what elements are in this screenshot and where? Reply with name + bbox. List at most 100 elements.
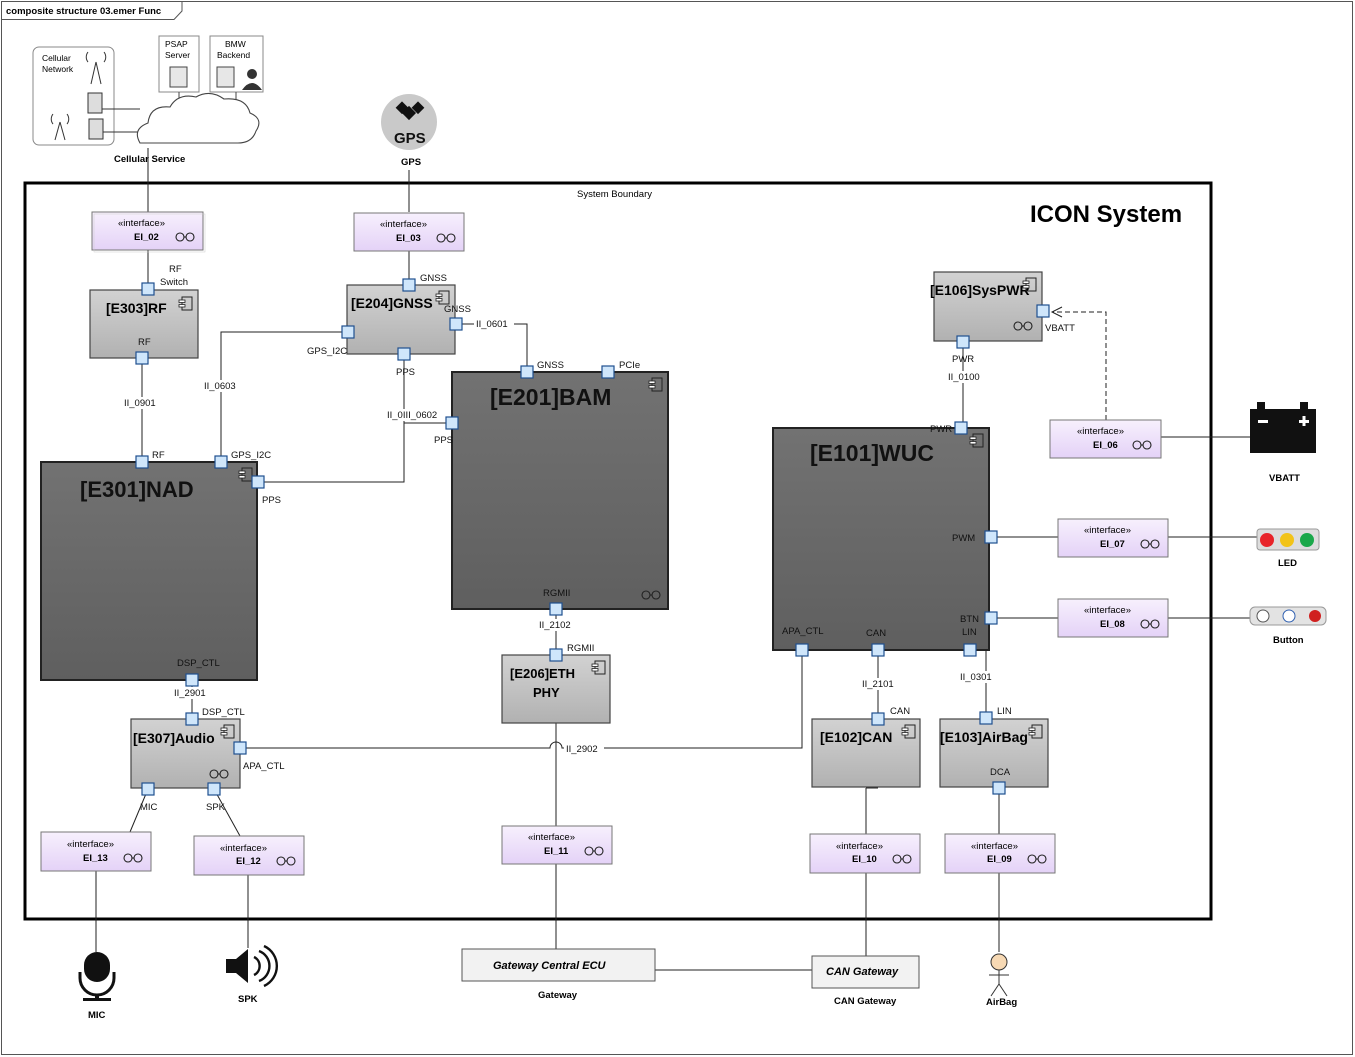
- vbatt-dependency: [1052, 311, 1107, 420]
- port-e201-gnss[interactable]: [520, 365, 534, 379]
- svg-text:PWR: PWR: [930, 424, 952, 435]
- port-e307-apa-ctl[interactable]: [233, 741, 247, 755]
- svg-text:Switch: Switch: [160, 277, 188, 288]
- cell-tower-icon: [50, 51, 140, 141]
- svg-text:CAN: CAN: [890, 706, 910, 717]
- port-e101-can[interactable]: [871, 643, 885, 657]
- svg-text:EI_12: EI_12: [236, 856, 261, 867]
- port-e301-rf[interactable]: [135, 455, 149, 469]
- svg-text:Network: Network: [42, 64, 74, 74]
- svg-text:BTN: BTN: [960, 614, 979, 625]
- system-boundary: [23, 181, 1213, 921]
- port-e101-lin[interactable]: [963, 643, 977, 657]
- component-e307-audio[interactable]: [E307]Audio: [130, 718, 241, 789]
- svg-text:II_2102: II_2102: [539, 620, 571, 631]
- svg-text:II_2902: II_2902: [566, 744, 598, 755]
- svg-text:[E206]ETH: [E206]ETH: [510, 666, 575, 681]
- svg-text:PPS: PPS: [434, 435, 453, 446]
- interface-ei-11[interactable]: «interface» EI_11: [501, 825, 613, 865]
- interface-ei-02[interactable]: «interface» EI_02: [91, 211, 206, 253]
- port-e307-dsp-ctl[interactable]: [185, 712, 199, 726]
- interface-ei-03[interactable]: «interface» EI_03: [353, 212, 465, 252]
- svg-text:II_0III_0602: II_0III_0602: [387, 410, 437, 421]
- airbag-caption: AirBag: [986, 997, 1017, 1008]
- svg-text:«interface»: «interface»: [836, 841, 883, 852]
- svg-text:[E103]AirBag: [E103]AirBag: [940, 729, 1028, 745]
- port-e201-rgmii[interactable]: [549, 602, 563, 616]
- svg-text:RF: RF: [138, 337, 151, 348]
- component-e206-eth-phy[interactable]: [E206]ETH PHY: [501, 654, 611, 724]
- port-e307-spk[interactable]: [207, 782, 221, 796]
- port-e204-gnss-right[interactable]: [449, 317, 463, 331]
- svg-text:EI_03: EI_03: [396, 233, 421, 244]
- port-e206-rgmii[interactable]: [549, 648, 563, 662]
- svg-text:RGMII: RGMII: [543, 588, 570, 599]
- port-e204-gnss-top[interactable]: [402, 278, 416, 292]
- svg-text:PHY: PHY: [533, 685, 560, 700]
- port-e102-can[interactable]: [871, 712, 885, 726]
- port-e106-vbatt[interactable]: [1036, 304, 1050, 318]
- svg-text:[E301]NAD: [E301]NAD: [80, 477, 194, 502]
- vbatt-caption: VBATT: [1269, 473, 1300, 484]
- port-e101-pwm[interactable]: [984, 530, 998, 544]
- port-e103-lin[interactable]: [979, 711, 993, 725]
- svg-text:EI_10: EI_10: [852, 854, 877, 865]
- svg-text:[E101]WUC: [E101]WUC: [810, 440, 934, 466]
- svg-text:APA_CTL: APA_CTL: [243, 761, 285, 772]
- svg-text:BMW: BMW: [225, 39, 246, 49]
- port-e303-rf-switch[interactable]: [141, 282, 155, 296]
- component-e102-can[interactable]: [E102]CAN: [811, 718, 921, 788]
- port-e106-pwr[interactable]: [956, 335, 970, 349]
- component-e301-nad[interactable]: [E301]NAD: [40, 461, 258, 681]
- svg-text:RF: RF: [169, 264, 182, 275]
- svg-text:«interface»: «interface»: [1084, 605, 1131, 616]
- gateway-caption: Gateway: [538, 990, 578, 1001]
- port-e204-pps[interactable]: [397, 347, 411, 361]
- speaker-icon: [226, 944, 278, 988]
- svg-text:CAN Gateway: CAN Gateway: [826, 966, 899, 978]
- port-e303-rf[interactable]: [135, 351, 149, 365]
- svg-text:PSAP: PSAP: [165, 39, 188, 49]
- port-e101-apa-ctl[interactable]: [795, 643, 809, 657]
- interface-ei-13[interactable]: «interface» EI_13: [40, 831, 152, 872]
- port-e201-pps[interactable]: [445, 416, 459, 430]
- component-e106-syspwr[interactable]: [E106]SysPWR: [930, 271, 1043, 342]
- port-e307-mic[interactable]: [141, 782, 155, 796]
- server-icon: [169, 66, 188, 88]
- port-e101-pwr[interactable]: [954, 421, 968, 435]
- svg-text:[E106]SysPWR: [E106]SysPWR: [930, 282, 1030, 298]
- interface-ei-07[interactable]: «interface» EI_07: [1057, 518, 1169, 558]
- component-e204-gnss[interactable]: [E204]GNSS: [346, 284, 456, 355]
- component-e201-bam[interactable]: [E201]BAM: [451, 371, 669, 610]
- interface-ei-08[interactable]: «interface» EI_08: [1057, 598, 1169, 638]
- port-e301-gps-i2c[interactable]: [214, 455, 228, 469]
- can-gateway-caption: CAN Gateway: [834, 996, 897, 1007]
- interface-ei-06[interactable]: «interface» EI_06: [1049, 419, 1162, 459]
- svg-text:GNSS: GNSS: [537, 360, 564, 371]
- svg-text:EI_08: EI_08: [1100, 619, 1125, 630]
- cellular-service: Cellular Network PSAP Server BMW Backend…: [32, 35, 264, 165]
- port-e301-dsp-ctl[interactable]: [185, 673, 199, 687]
- svg-text:«interface»: «interface»: [220, 843, 267, 854]
- svg-text:GNSS: GNSS: [420, 273, 447, 284]
- component-e303-rf[interactable]: [E303]RF: [89, 289, 199, 359]
- svg-text:EI_02: EI_02: [134, 232, 159, 243]
- svg-text:II_2101: II_2101: [862, 679, 894, 690]
- svg-text:Gateway Central ECU: Gateway Central ECU: [493, 960, 607, 972]
- cloud-icon: [136, 92, 260, 144]
- port-e201-pcie[interactable]: [601, 365, 615, 379]
- interface-ei-12[interactable]: «interface» EI_12: [193, 835, 305, 876]
- svg-text:RGMII: RGMII: [567, 643, 594, 654]
- port-e101-btn[interactable]: [984, 611, 998, 625]
- interface-ei-09[interactable]: «interface» EI_09: [944, 833, 1056, 874]
- connector-lines: [95, 148, 1257, 971]
- button-caption: Button: [1273, 635, 1304, 646]
- port-e301-pps[interactable]: [251, 475, 265, 489]
- interface-ei-10[interactable]: «interface» EI_10: [809, 833, 921, 874]
- component-e103-airbag[interactable]: [E103]AirBag: [939, 718, 1049, 788]
- svg-text:[E307]Audio: [E307]Audio: [133, 730, 215, 746]
- port-e103-dca[interactable]: [992, 781, 1006, 795]
- airbag-actor-icon: [989, 953, 1009, 997]
- port-e204-gps-i2c[interactable]: [341, 325, 355, 339]
